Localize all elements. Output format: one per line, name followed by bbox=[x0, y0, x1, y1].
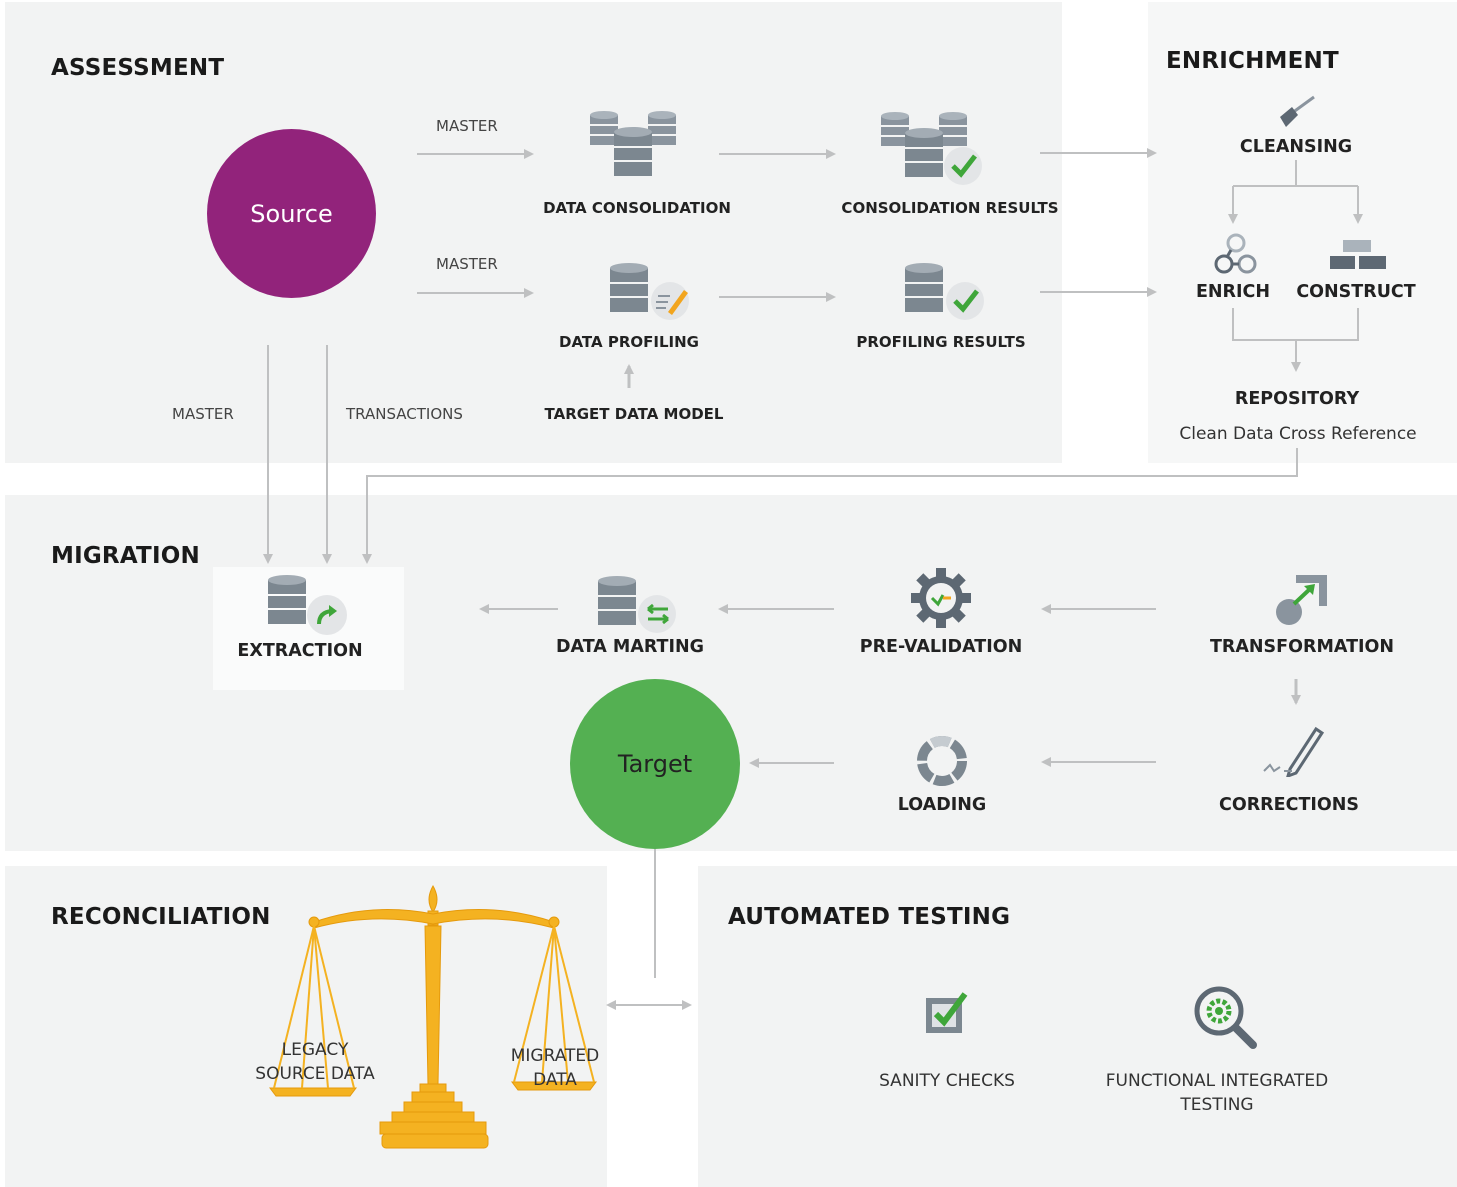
repository-subtitle: Clean Data Cross Reference bbox=[1179, 424, 1417, 444]
balance-scale-icon bbox=[269, 884, 597, 1149]
functional-testing-line1: FUNCTIONAL INTEGRATED bbox=[1105, 1071, 1329, 1091]
construct-icon bbox=[1330, 240, 1386, 269]
extraction-label: EXTRACTION bbox=[237, 641, 363, 661]
enrich-icon bbox=[1214, 233, 1257, 274]
master-label-profiling: MASTER bbox=[436, 255, 498, 273]
legacy-source-data-label: LEGACY SOURCE DATA bbox=[255, 1038, 374, 1086]
data-marting-label: DATA MARTING bbox=[555, 637, 705, 657]
master-label-consolidation: MASTER bbox=[436, 117, 498, 135]
legacy-line2: SOURCE DATA bbox=[255, 1064, 375, 1084]
extraction-box bbox=[213, 567, 404, 690]
sanity-checks-text: SANITY CHECKS bbox=[879, 1071, 1015, 1091]
magnifier-gear-icon bbox=[1194, 986, 1257, 1049]
sanity-checks-label: SANITY CHECKS bbox=[879, 1069, 1015, 1093]
assessment-title: ASSESSMENT bbox=[51, 55, 225, 81]
database-cluster-icon bbox=[590, 111, 676, 176]
automated-testing-panel bbox=[698, 866, 1457, 1187]
checkbox-check-icon bbox=[926, 992, 968, 1033]
migrated-data-label: MIGRATED DATA bbox=[511, 1044, 600, 1092]
loading-label: LOADING bbox=[897, 795, 987, 815]
transformation-icon bbox=[1276, 575, 1327, 625]
data-profiling-icon bbox=[610, 263, 689, 320]
migrated-line1: MIGRATED bbox=[510, 1046, 600, 1066]
migration-title: MIGRATION bbox=[51, 543, 200, 569]
data-profiling-label: DATA PROFILING bbox=[559, 333, 699, 351]
loading-icon bbox=[917, 736, 967, 786]
source-node: Source bbox=[207, 129, 376, 298]
corrections-label: CORRECTIONS bbox=[1218, 795, 1360, 815]
repository-label: REPOSITORY bbox=[1234, 389, 1360, 409]
enrichment-panel bbox=[1148, 2, 1457, 463]
target-label: Target bbox=[617, 750, 693, 778]
master-label-down: MASTER bbox=[172, 405, 234, 423]
consolidation-results-icon bbox=[881, 112, 982, 185]
assessment-panel bbox=[5, 2, 1062, 463]
pen-signature-icon bbox=[1263, 726, 1324, 777]
profiling-results-label: PROFILING RESULTS bbox=[856, 333, 1026, 351]
arrow-repository-extraction bbox=[362, 448, 1298, 564]
broom-icon bbox=[1280, 95, 1315, 127]
pre-validation-label: PRE-VALIDATION bbox=[859, 637, 1023, 657]
migrated-line2: DATA bbox=[533, 1070, 577, 1090]
enrich-label: ENRICH bbox=[1195, 282, 1271, 302]
data-marting-icon bbox=[598, 576, 676, 633]
target-node: Target bbox=[570, 679, 740, 849]
cleansing-label: CLEANSING bbox=[1239, 137, 1353, 157]
target-data-model-label: TARGET DATA MODEL bbox=[544, 405, 724, 423]
source-label: Source bbox=[250, 199, 333, 228]
functional-testing-label: FUNCTIONAL INTEGRATED TESTING bbox=[1106, 1069, 1329, 1117]
profiling-results-icon bbox=[905, 263, 984, 320]
automated-testing-title: AUTOMATED TESTING bbox=[728, 904, 1011, 930]
transactions-label-down: TRANSACTIONS bbox=[346, 405, 463, 423]
enrichment-title: ENRICHMENT bbox=[1166, 48, 1339, 74]
gear-check-icon bbox=[911, 568, 971, 628]
consolidation-results-label: CONSOLIDATION RESULTS bbox=[841, 199, 1059, 217]
data-consolidation-label: DATA CONSOLIDATION bbox=[543, 199, 731, 217]
reconciliation-title: RECONCILIATION bbox=[51, 904, 271, 930]
extraction-icon bbox=[268, 575, 347, 635]
construct-label: CONSTRUCT bbox=[1296, 282, 1416, 302]
transformation-label: TRANSFORMATION bbox=[1209, 637, 1395, 657]
functional-testing-line2: TESTING bbox=[1180, 1095, 1254, 1115]
legacy-line1: LEGACY bbox=[281, 1040, 349, 1060]
